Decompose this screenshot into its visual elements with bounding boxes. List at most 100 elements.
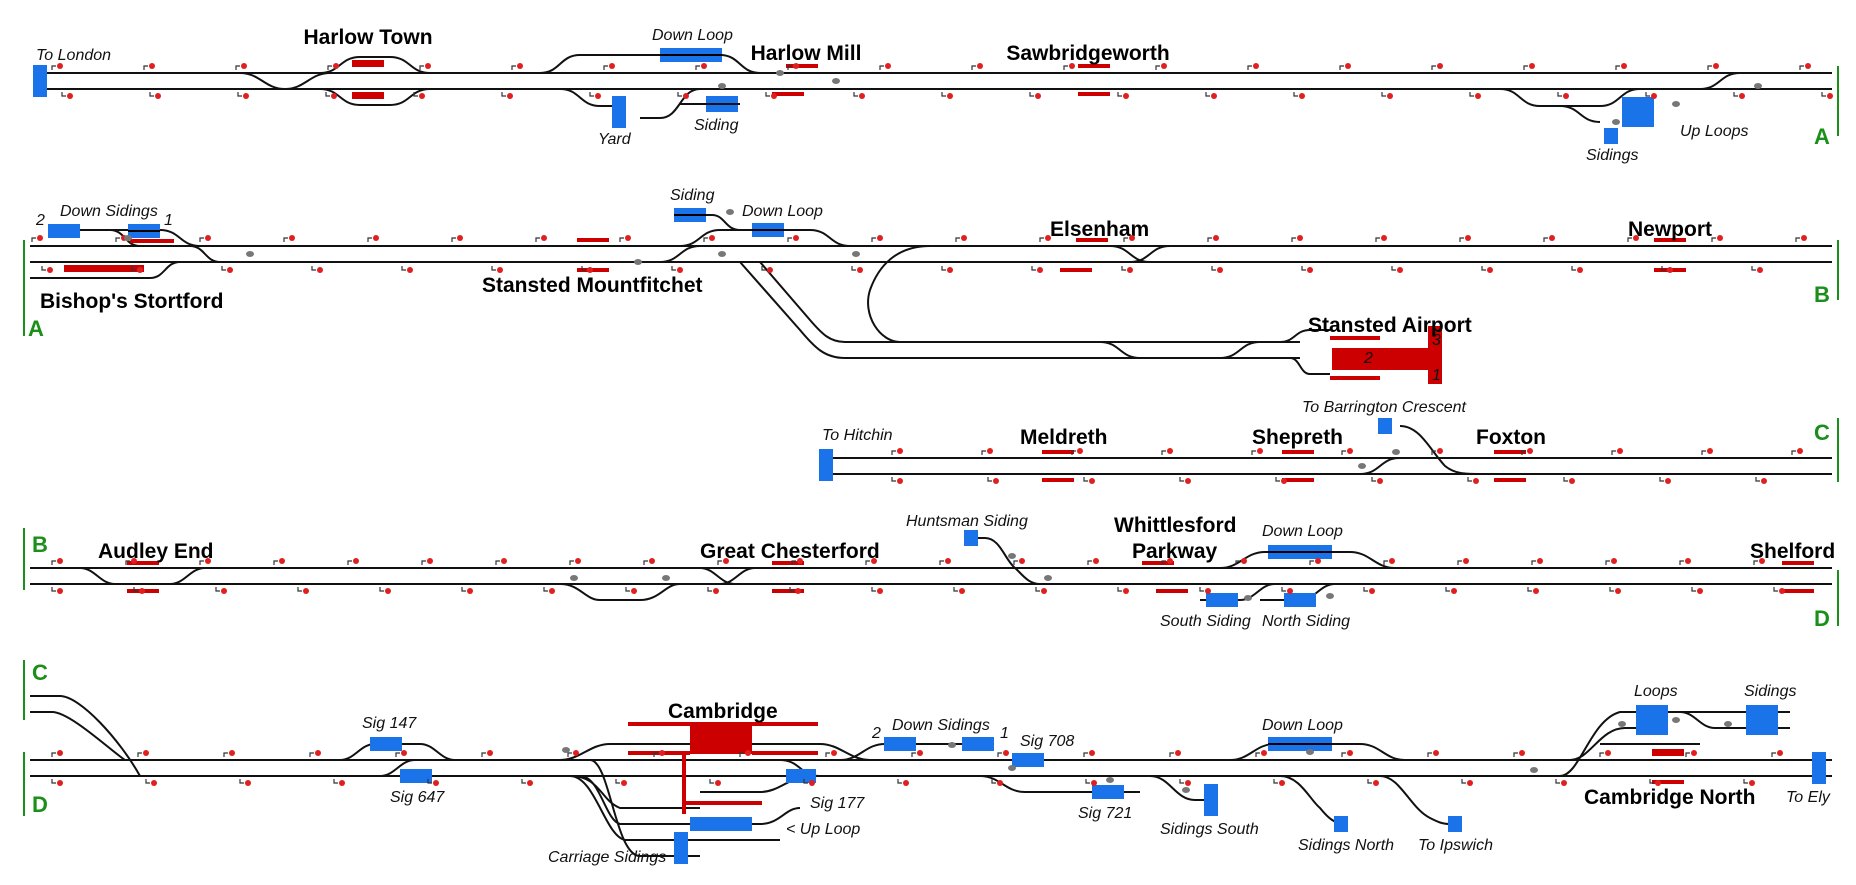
signal-post-icon xyxy=(481,752,486,757)
platform xyxy=(127,561,159,565)
loop-track xyxy=(319,56,431,74)
signal-post-icon xyxy=(1275,477,1280,482)
signal-post-icon xyxy=(1087,560,1092,565)
signal-icon xyxy=(1069,63,1075,69)
signal-icon xyxy=(1345,63,1351,69)
loop-track xyxy=(319,88,431,106)
signal-icon xyxy=(1437,448,1443,454)
signal-post-icon xyxy=(51,587,56,592)
signal-icon xyxy=(1185,478,1191,484)
signal-post-icon xyxy=(347,560,352,565)
signal-post-icon xyxy=(1531,560,1536,565)
signal-post-icon xyxy=(1375,237,1380,242)
signal-icon xyxy=(959,588,965,594)
signal-icon xyxy=(517,63,523,69)
signal-icon xyxy=(723,558,729,564)
loop-track xyxy=(1559,711,1790,777)
signal-post-icon xyxy=(1707,65,1712,70)
points-indicator-icon xyxy=(1672,101,1680,107)
signal-post-icon xyxy=(865,560,870,565)
signal-icon xyxy=(1253,63,1259,69)
signal-post-icon xyxy=(495,560,500,565)
siding-block xyxy=(962,737,994,751)
signal-post-icon xyxy=(1611,450,1616,455)
signal-post-icon xyxy=(825,752,830,757)
signal-icon xyxy=(961,235,967,241)
siding-block xyxy=(1284,593,1316,607)
signal-icon xyxy=(227,267,233,273)
signal-post-icon xyxy=(1445,587,1450,592)
signal-icon xyxy=(659,750,665,756)
signal-icon xyxy=(339,780,345,786)
points-indicator-icon xyxy=(662,575,670,581)
signal-post-icon xyxy=(1527,587,1532,592)
signal-post-icon xyxy=(1753,560,1758,565)
signal-icon xyxy=(457,235,463,241)
crossover xyxy=(1129,245,1171,263)
signal-icon xyxy=(1801,235,1807,241)
signal-icon xyxy=(1611,558,1617,564)
signal-icon xyxy=(1185,780,1191,786)
station-name: Great Chesterford xyxy=(700,540,880,563)
siding-block xyxy=(33,65,47,97)
platform xyxy=(1782,561,1814,565)
station-name: Harlow Town xyxy=(303,26,432,49)
signal-icon xyxy=(1003,750,1009,756)
track-label: Down Loop xyxy=(742,203,823,220)
signal-post-icon xyxy=(221,266,226,271)
signal-icon xyxy=(1805,63,1811,69)
siding-track xyxy=(559,88,620,107)
signal-icon xyxy=(221,588,227,594)
signal-post-icon xyxy=(1371,477,1376,482)
platform xyxy=(772,92,804,96)
signal-icon xyxy=(1205,588,1211,594)
signal-post-icon xyxy=(803,779,808,784)
signal-icon xyxy=(67,93,73,99)
signal-icon xyxy=(241,63,247,69)
signal-post-icon xyxy=(1431,65,1436,70)
signal-icon xyxy=(353,558,359,564)
signal-post-icon xyxy=(41,266,46,271)
signal-post-icon xyxy=(1281,587,1286,592)
signal-icon xyxy=(1667,267,1673,273)
signal-icon xyxy=(709,235,715,241)
signal-post-icon xyxy=(1247,65,1252,70)
signal-post-icon xyxy=(283,237,288,242)
signal-icon xyxy=(1697,588,1703,594)
signal-post-icon xyxy=(787,237,792,242)
signal-icon xyxy=(1749,780,1755,786)
signal-post-icon xyxy=(31,237,36,242)
signals-layer xyxy=(31,63,1833,793)
signal-post-icon xyxy=(1599,752,1604,757)
signal-post-icon xyxy=(1701,450,1706,455)
signal-post-icon xyxy=(789,587,794,592)
signal-icon xyxy=(1373,780,1379,786)
station-name: Newport xyxy=(1628,218,1712,241)
signal-icon xyxy=(795,588,801,594)
track-label: Sig 721 xyxy=(1078,805,1132,822)
signal-icon xyxy=(137,267,143,273)
signal-post-icon xyxy=(1457,560,1462,565)
platform xyxy=(682,801,762,805)
siding-block xyxy=(1012,753,1044,767)
signal-icon xyxy=(1299,93,1305,99)
siding-block xyxy=(884,737,916,751)
signal-icon xyxy=(143,750,149,756)
signal-post-icon xyxy=(297,587,302,592)
signal-icon xyxy=(205,235,211,241)
points-indicator-icon xyxy=(570,575,578,581)
signal-icon xyxy=(433,780,439,786)
track-label: Loops xyxy=(1634,683,1678,700)
signal-icon xyxy=(683,93,689,99)
section-row2: 3 2 1 2 1 Down Sidings Siding Down Loop … xyxy=(23,187,1839,384)
signal-icon xyxy=(245,780,251,786)
signal-icon xyxy=(809,780,815,786)
signal-icon xyxy=(987,448,993,454)
signal-icon xyxy=(1129,235,1135,241)
signal-icon xyxy=(1527,448,1533,454)
signal-post-icon xyxy=(1627,237,1632,242)
points-indicator-icon xyxy=(1244,595,1252,601)
signal-icon xyxy=(1241,558,1247,564)
signal-post-icon xyxy=(333,779,338,784)
